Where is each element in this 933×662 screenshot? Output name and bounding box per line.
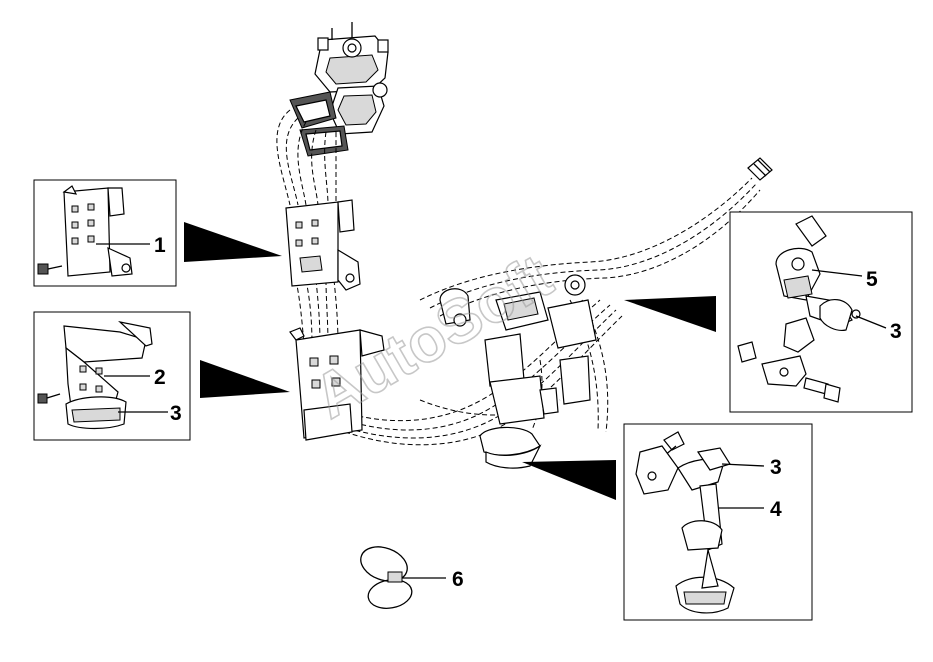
detail-box-clips-3-4: 3 4	[623, 423, 813, 621]
pointer-arrow-3	[624, 296, 716, 332]
detail-box-bracket-1: 1	[33, 179, 177, 287]
right-clip-cluster	[439, 274, 597, 425]
callout-number-3-right-upper: 3	[890, 320, 902, 343]
callout-number-3-right-lower: 3	[770, 456, 782, 479]
pointer-arrows	[184, 222, 716, 500]
callout-number-4: 4	[770, 498, 782, 521]
bolt-icon	[37, 263, 63, 275]
callout-number-1: 1	[154, 234, 166, 257]
callout-number-3-left: 3	[170, 402, 182, 425]
wiring-harness-assembly	[276, 22, 773, 469]
pointer-arrow-4	[522, 460, 616, 500]
upper-mount-bracket	[285, 199, 361, 291]
callout-number-5: 5	[866, 268, 878, 291]
screw-icon	[37, 393, 61, 404]
detail-box-bracket-2: 2 3	[33, 311, 191, 441]
bolt-icon-right	[803, 377, 841, 403]
lower-mount-bracket	[289, 327, 385, 441]
callout-number-6: 6	[452, 568, 464, 591]
pointer-arrow-2	[200, 360, 290, 398]
pointer-arrow-1	[184, 222, 282, 262]
nut-icon	[737, 341, 757, 363]
pipe-end-fitting	[747, 157, 773, 181]
hydraulic-unit	[289, 22, 389, 157]
detail-box-clips-5-3: 5 3	[729, 211, 913, 413]
callout-number-2: 2	[154, 366, 166, 389]
hose-clamp: 6	[360, 546, 464, 609]
